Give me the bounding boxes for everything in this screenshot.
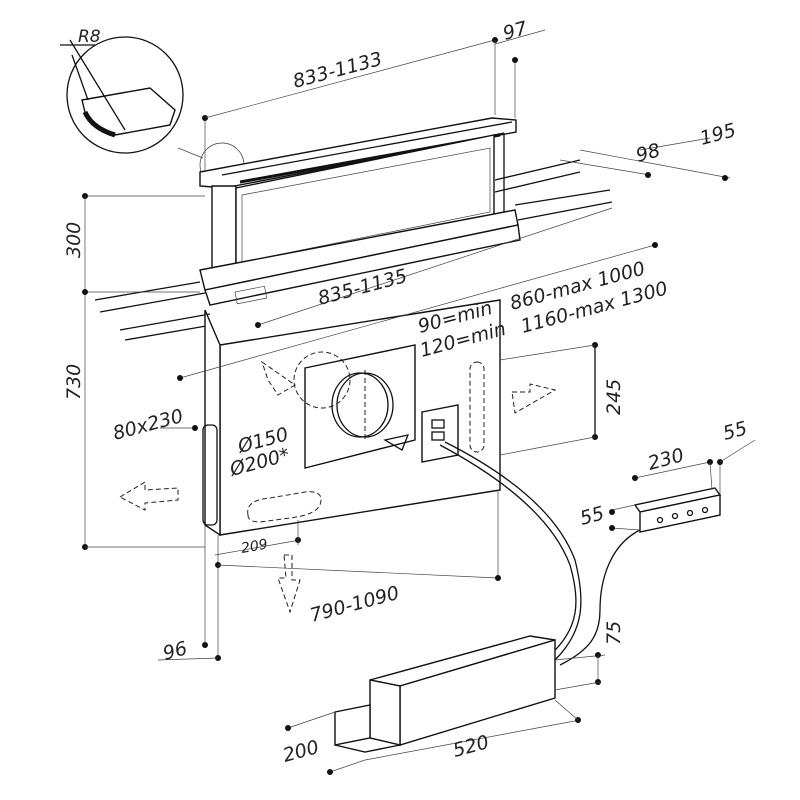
label-lift-height: 300 xyxy=(63,222,85,258)
label-radius: R8 xyxy=(78,27,101,47)
motor-unit xyxy=(334,635,556,753)
label-bottom-offset: 209 xyxy=(240,537,269,557)
label-top-width: 833-1133 xyxy=(291,48,385,93)
label-total-height: 730 xyxy=(63,364,85,400)
label-rail-depth-a: 98 xyxy=(634,139,663,167)
label-body-depth: 96 xyxy=(161,637,190,665)
hood-base-housing xyxy=(94,159,613,341)
label-motor-width: 520 xyxy=(451,731,492,762)
label-control-height: 55 xyxy=(578,502,607,530)
control-module xyxy=(633,487,722,533)
control-cable xyxy=(559,529,641,666)
dimension-lines xyxy=(82,29,756,775)
label-control-width: 230 xyxy=(646,444,687,475)
radius-detail-callout xyxy=(60,36,245,188)
label-top-depth: 97 xyxy=(501,17,530,45)
hood-tower xyxy=(211,132,505,276)
cable xyxy=(444,441,582,661)
label-motor-depth: 200 xyxy=(281,736,322,767)
label-side-outlet: 80x230 xyxy=(111,405,186,445)
hood-main-body xyxy=(118,299,557,614)
label-rail-depth-b: 195 xyxy=(698,119,739,150)
label-control-depth: 55 xyxy=(721,417,750,445)
label-outlet-height: 245 xyxy=(603,379,625,415)
label-body-width: 790-1090 xyxy=(308,582,402,627)
label-motor-height: 75 xyxy=(603,621,625,645)
